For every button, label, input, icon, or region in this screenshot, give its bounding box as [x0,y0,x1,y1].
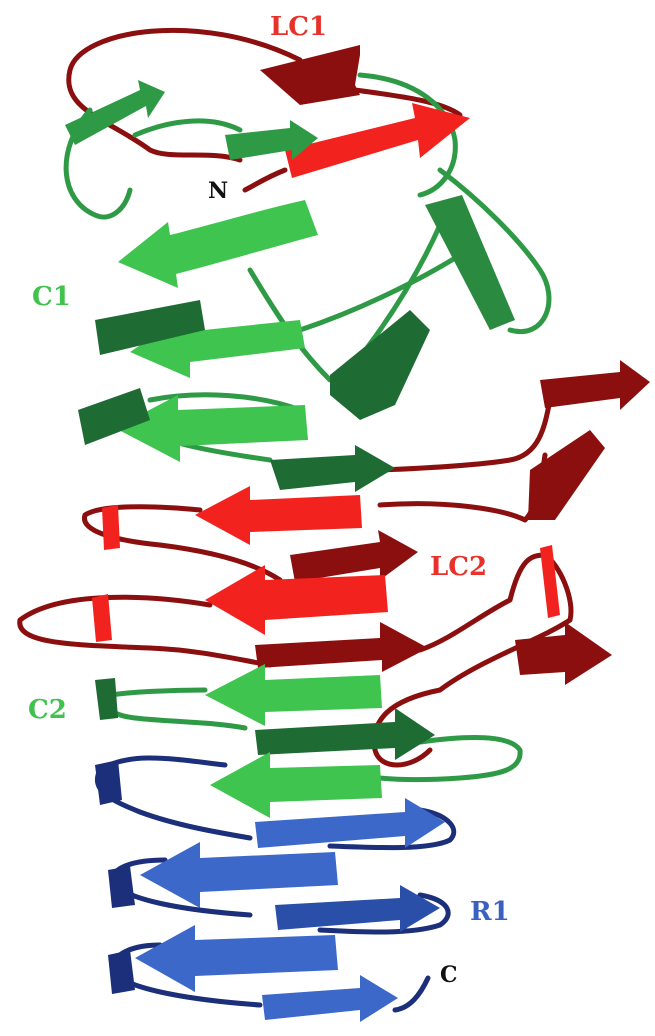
lc2-edge-left-2 [92,594,112,642]
n-terminus-loop [245,170,285,190]
c2-strand-bottom [210,752,382,818]
c-terminus-loop [395,978,428,1010]
label-c2: C2 [28,695,67,725]
lc2-edge-right [540,545,560,618]
lc2-strand-right-low [515,622,612,685]
c2-edge-left [95,678,118,720]
label-c1: C1 [32,282,71,312]
c1-strand-right-vertical [425,195,515,330]
c1-strand-bridge [270,445,395,492]
r1-strand-3 [275,885,440,932]
lc2-strand-mid [195,486,362,545]
r1-strand-5 [262,975,398,1022]
lc2-strand-right-mid [528,430,605,520]
r1-edge-left-3 [108,950,135,994]
r1-edge-left-1 [95,760,122,805]
r1-edge-left-2 [108,866,135,908]
label-lc1: LC1 [270,12,327,42]
r1-strand-4 [135,925,338,992]
lc2-strand-top [290,530,418,582]
lc2-edge-left-1 [102,505,120,550]
lc2-strand-right-top [540,360,650,410]
c2-strand-mid-back [255,708,435,760]
label-n-terminus: N [208,178,228,204]
c1-strand-wide [118,200,318,288]
r1-strand-2 [140,842,338,908]
lc1-strand-back [260,45,360,105]
lc2-strand-low [255,622,428,672]
c2-strand-top [205,664,382,726]
c1-strand-left-top [65,80,165,145]
label-r1: R1 [470,897,510,927]
label-c-terminus: C [440,962,458,988]
r1-strand-1 [255,798,445,848]
lc2-loop-right-top [380,400,550,470]
label-lc2: LC2 [430,552,487,582]
